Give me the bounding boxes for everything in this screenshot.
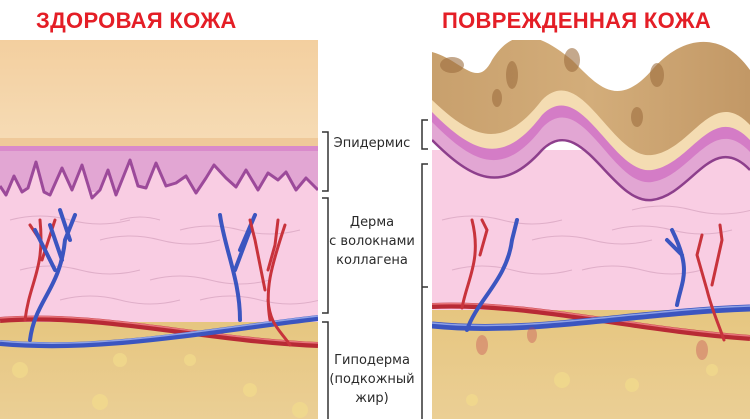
- layer-brackets: [322, 119, 428, 419]
- healthy-skin-title: ЗДОРОВАЯ КОЖА: [36, 8, 237, 33]
- dermis-label-line1: Дерма: [349, 215, 395, 230]
- epidermis-label: Эпидермис: [333, 136, 411, 151]
- dermis-label: Дерма с волокнами коллагена: [322, 213, 422, 270]
- hypodermis-label: Гиподерма (подкожный жир): [322, 351, 422, 408]
- damaged-skin-title: ПОВРЕЖДЕННАЯ КОЖА: [442, 8, 712, 33]
- hypodermis-label-line3: жир): [355, 391, 389, 406]
- dermis-label-line2: с волокнами: [329, 234, 415, 249]
- healthy-skin-illustration: [0, 40, 318, 419]
- hypodermis-label-line1: Гиподерма: [334, 353, 410, 368]
- dermis-label-line3: коллагена: [336, 253, 408, 268]
- damaged-skin-illustration: [432, 40, 750, 419]
- hypodermis-label-line2: (подкожный: [329, 372, 415, 387]
